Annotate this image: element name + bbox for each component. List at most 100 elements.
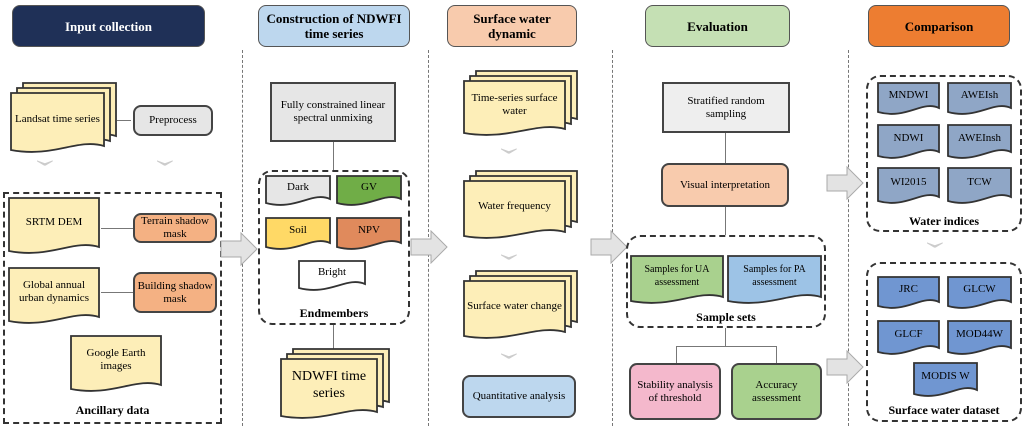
- connector: [333, 325, 334, 351]
- dataset-1: JRC: [877, 276, 940, 310]
- connector: [676, 346, 677, 363]
- document-shape: [463, 70, 578, 136]
- surface-water-change: Surface water change: [463, 270, 578, 340]
- chevron-down-icon: ›: [145, 158, 193, 168]
- endmembers-label: Endmembers: [299, 306, 369, 320]
- samples-pa: Samples for PA assessment: [727, 255, 822, 305]
- arrow-right-icon: [826, 166, 864, 200]
- document-shape: [877, 276, 940, 309]
- endmember-bright: Bright: [298, 260, 366, 292]
- water-indices-group: [866, 75, 1022, 232]
- connector: [725, 328, 726, 346]
- header-comparison: Comparison: [868, 5, 1010, 47]
- connector: [725, 207, 726, 235]
- landsat-time-series: Landsat time series: [10, 82, 117, 154]
- document-shape: [947, 276, 1012, 309]
- index-mndwi: MNDWI: [877, 82, 940, 116]
- connector: [101, 292, 133, 293]
- dataset-2: GLCW: [947, 276, 1012, 310]
- dataset-3: GLCF: [877, 320, 940, 356]
- landsat-label: Landsat time series: [15, 112, 100, 125]
- document-shape: [265, 217, 331, 250]
- document-shape: [280, 348, 390, 419]
- document-shape: [265, 175, 331, 206]
- document-shape: [336, 217, 402, 250]
- document-shape: [8, 267, 100, 324]
- surface-water-dataset-group: [866, 262, 1022, 422]
- sample-sets-label: Sample sets: [696, 310, 756, 324]
- surface-water-dataset-label: Surface water dataset: [888, 403, 1000, 417]
- document-shape: [947, 320, 1012, 355]
- dataset-5: MODIS W: [913, 362, 978, 398]
- divider: [428, 50, 429, 426]
- document-shape: [8, 197, 100, 254]
- water-indices-label: Water indices: [908, 214, 980, 228]
- water-frequency: Water frequency: [463, 170, 578, 240]
- header-construction: Construction of NDWFI time series: [258, 5, 410, 47]
- chevron-down-icon: ›: [25, 158, 73, 168]
- index-tcw: TCW: [947, 167, 1012, 205]
- connector: [776, 346, 777, 363]
- visual-interpretation: Visual interpretation: [661, 163, 789, 207]
- arrow-right-icon: [410, 230, 448, 264]
- document-shape: [877, 124, 940, 159]
- endmember-npv: NPV: [336, 217, 402, 251]
- document-shape: [947, 82, 1012, 115]
- arrow-right-icon: [590, 230, 628, 264]
- document-shape: [877, 320, 940, 355]
- preprocess-box: Preprocess: [133, 105, 213, 136]
- ndwfi-time-series: NDWFI time series: [280, 348, 390, 420]
- document-shape: [913, 362, 978, 397]
- endmember-soil: Soil: [265, 217, 331, 251]
- ancillary-data-label: Ancillary data: [75, 403, 150, 417]
- document-shape: [463, 170, 578, 239]
- dataset-4: MOD44W: [947, 320, 1012, 356]
- arrow-right-icon: [826, 350, 864, 384]
- endmember-dark: Dark: [265, 175, 331, 207]
- building-shadow-mask: Building shadow mask: [133, 272, 217, 313]
- header-evaluation: Evaluation: [645, 5, 790, 47]
- header-surface-water-dynamic: Surface water dynamic: [447, 5, 577, 47]
- global-urban-dynamics: Global annual urban dynamics: [8, 267, 100, 325]
- srtm-dem: SRTM DEM: [8, 197, 100, 255]
- connector: [676, 346, 776, 347]
- connector: [725, 133, 726, 163]
- arrow-right-icon: [220, 232, 258, 266]
- connector: [101, 228, 133, 229]
- ancillary-data-group: [3, 192, 222, 424]
- document-shape: [10, 82, 117, 153]
- document-shape: [70, 335, 162, 392]
- divider: [848, 50, 849, 426]
- document-shape: [877, 167, 940, 204]
- time-series-surface-water: Time-series surface water: [463, 70, 578, 137]
- endmembers-group: [258, 170, 410, 325]
- accuracy-assessment: Accuracy assessment: [731, 363, 822, 420]
- terrain-shadow-mask: Terrain shadow mask: [133, 213, 217, 243]
- chevron-down-icon: ›: [489, 351, 537, 361]
- chevron-down-icon: ›: [489, 146, 537, 156]
- document-shape: [947, 167, 1012, 204]
- chevron-down-icon: ›: [489, 252, 537, 262]
- document-shape: [298, 260, 366, 291]
- endmember-gv: GV: [336, 175, 402, 207]
- document-shape: [630, 255, 724, 304]
- index-ndwi: NDWI: [877, 124, 940, 160]
- quantitative-analysis: Quantitative analysis: [462, 375, 576, 418]
- stratified-random-sampling: Stratified random sampling: [662, 82, 790, 133]
- stability-analysis: Stability analysis of threshold: [629, 363, 721, 420]
- document-shape: [947, 124, 1012, 159]
- sample-sets-group: [626, 235, 826, 328]
- google-earth-images: Google Earth images: [70, 335, 162, 393]
- document-shape: [463, 270, 578, 339]
- index-aweinsh: AWEInsh: [947, 124, 1012, 160]
- document-shape: [877, 82, 940, 115]
- document-shape: [336, 175, 402, 206]
- connector: [333, 142, 334, 170]
- index-wi2015: WI2015: [877, 167, 940, 205]
- spectral-unmixing-box: Fully constrained linear spectral unmixi…: [270, 82, 396, 142]
- header-input-collection: Input collection: [12, 5, 205, 47]
- chevron-down-icon: ›: [915, 240, 963, 250]
- samples-ua: Samples for UA assessment: [630, 255, 724, 305]
- connector: [117, 120, 131, 121]
- document-shape: [727, 255, 822, 304]
